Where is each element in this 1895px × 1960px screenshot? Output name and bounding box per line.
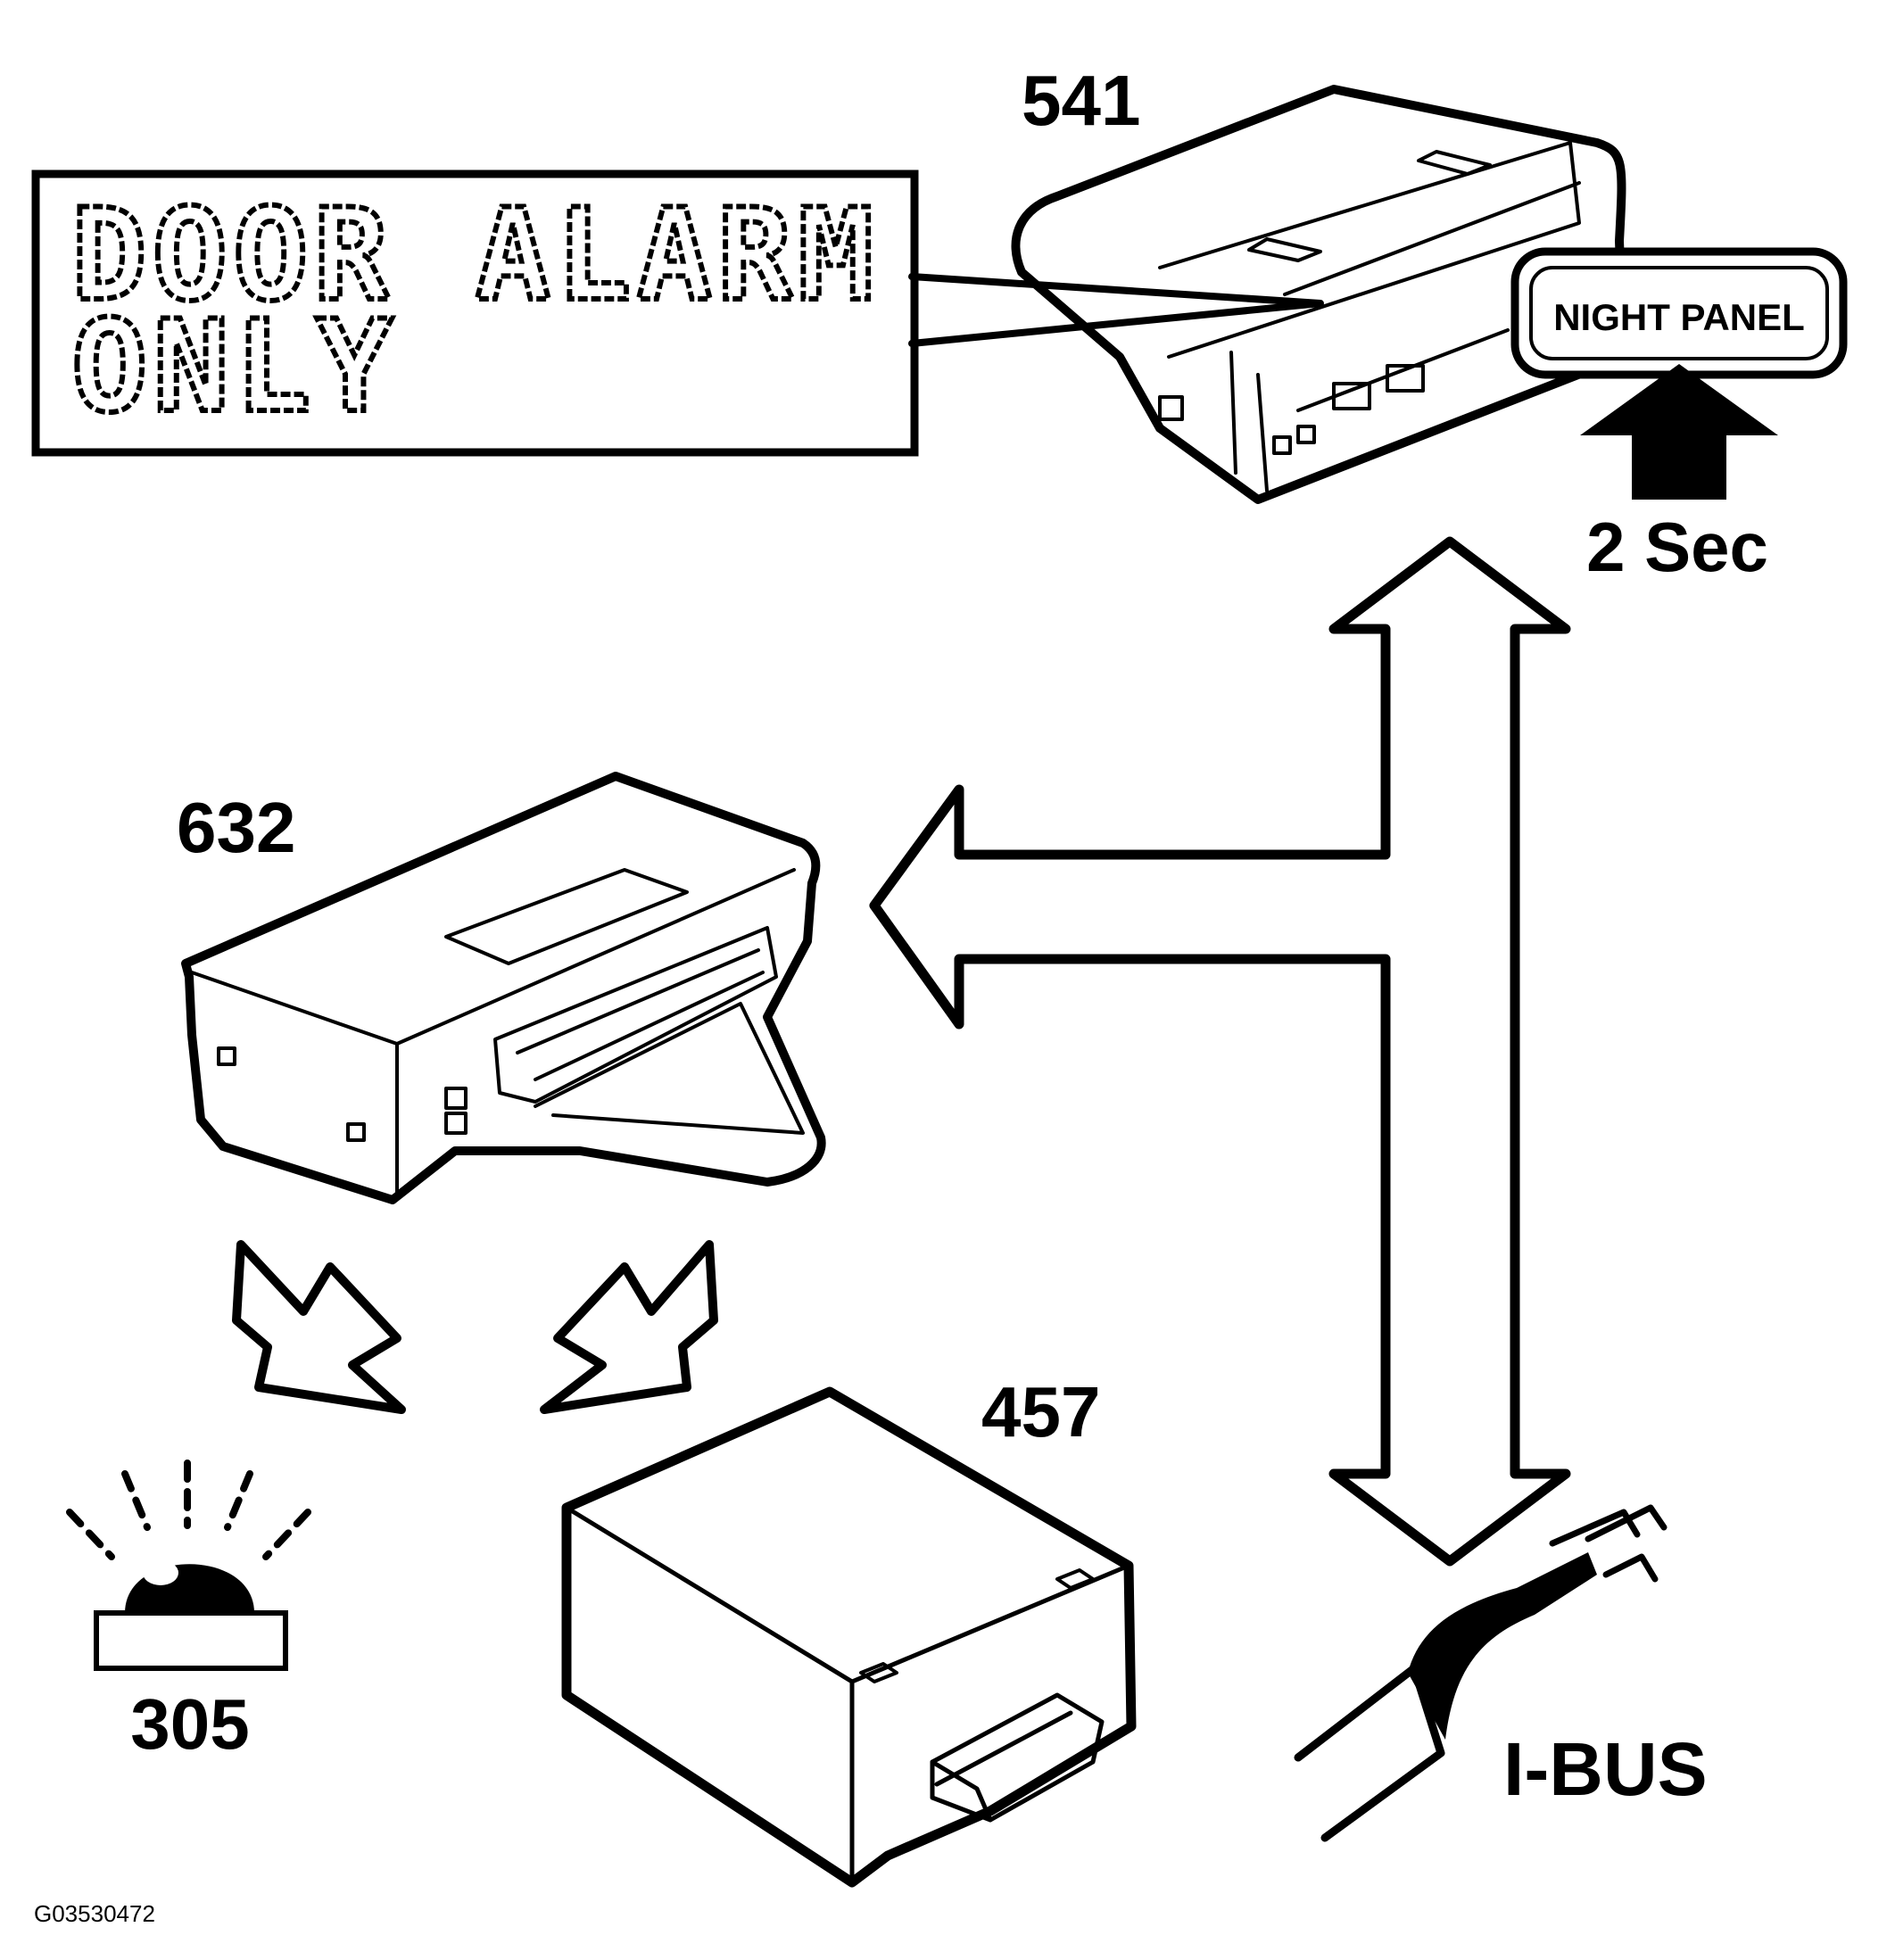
module-632-number: 632 bbox=[177, 788, 295, 867]
lamp-number: 305 bbox=[130, 1684, 249, 1764]
siren-module-icon bbox=[561, 1386, 1137, 1888]
night-panel-label: NIGHT PANEL bbox=[1553, 296, 1805, 338]
instrument-cluster-icon bbox=[1011, 85, 1628, 504]
warning-lamp-icon bbox=[66, 1460, 311, 1671]
control-module-icon bbox=[181, 772, 826, 1204]
press-arrow-icon bbox=[1580, 364, 1778, 500]
callout-pointer bbox=[908, 273, 1324, 347]
display-line-2: ONLY bbox=[71, 294, 398, 441]
bus-arrow bbox=[869, 536, 1571, 1567]
lcd-display-icon: DOOR ALARM ONLY bbox=[31, 170, 919, 457]
output-arrow-lamp bbox=[232, 1240, 406, 1414]
bus-label: I-BUS bbox=[1503, 1727, 1708, 1811]
output-arrow-siren bbox=[540, 1240, 718, 1414]
night-panel-button: NIGHT PANEL bbox=[1510, 247, 1848, 379]
figure-id: G03530472 bbox=[34, 1900, 155, 1927]
cluster-number: 541 bbox=[1022, 61, 1140, 140]
module-457-number: 457 bbox=[981, 1372, 1100, 1451]
display-line-1: DOOR ALARM bbox=[71, 182, 879, 329]
bus-connector-icon bbox=[1294, 1504, 1667, 1842]
press-duration: 2 Sec bbox=[1586, 508, 1768, 586]
